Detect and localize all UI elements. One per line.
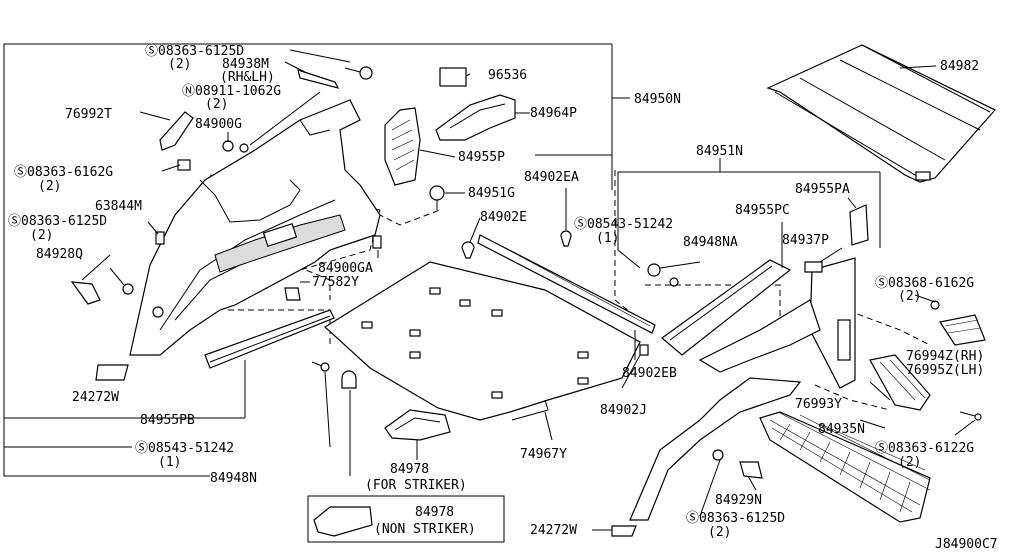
label-rh-lh: (RH&LH) <box>220 70 275 85</box>
label-qty: (2) <box>708 525 731 540</box>
label-84955PC: 84955PC <box>735 203 790 218</box>
label-84935N: 84935N <box>818 422 865 437</box>
label-24272W-right: 24272W <box>530 523 577 538</box>
diagram-code: J84900C7 <box>935 537 998 552</box>
label-qty: (2) <box>898 289 921 304</box>
label-76992T: 76992T <box>65 107 112 122</box>
label-84928Q: 84928Q <box>36 247 83 262</box>
label-84951N: 84951N <box>696 144 743 159</box>
label-for-striker: (FOR STRIKER) <box>365 478 467 493</box>
label-84902EA: 84902EA <box>524 170 579 185</box>
label-84900G: 84900G <box>195 117 242 132</box>
frame-lines <box>3 43 630 477</box>
label-84978-non-striker: 84978 <box>415 505 454 520</box>
label-84948N: 84948N <box>210 471 257 486</box>
label-84938M: 84938M <box>222 57 269 72</box>
label-63844M: 63844M <box>95 199 142 214</box>
label-84955PB: 84955PB <box>140 413 195 428</box>
rear-rail <box>461 230 656 360</box>
label-74967Y: 74967Y <box>520 447 567 462</box>
label-84951G: 84951G <box>468 186 515 201</box>
label-s-08363-6162G-left: Ⓢ08363-6162G <box>14 165 113 180</box>
label-qty: (2) <box>205 97 228 112</box>
label-s-08543-51242-bottom: Ⓢ08543-51242 <box>135 441 234 456</box>
label-84948NA: 84948NA <box>683 235 738 250</box>
label-s-08363-6122G: Ⓢ08363-6122G <box>875 441 974 456</box>
tonneau-cover <box>766 44 996 183</box>
label-84902E: 84902E <box>480 210 527 225</box>
label-s-08363-6125D-right: Ⓢ08363-6125D <box>686 511 785 526</box>
label-qty: (2) <box>38 179 61 194</box>
label-qty: (1) <box>158 455 181 470</box>
label-qty: (2) <box>30 228 53 243</box>
label-24272W-left: 24272W <box>72 390 119 405</box>
label-84902J: 84902J <box>600 403 647 418</box>
label-s-08363-6125D-left: Ⓢ08363-6125D <box>8 214 107 229</box>
striker-cover <box>384 409 451 441</box>
label-84964P: 84964P <box>530 106 577 121</box>
label-s-08368-6162G: Ⓢ08368-6162G <box>875 276 974 291</box>
quarter-trim-panel <box>129 99 381 356</box>
label-76994Z-rh: 76994Z(RH) <box>906 349 984 364</box>
label-n-08911-1062G: Ⓝ08911-1062G <box>182 84 281 99</box>
label-84900GA: 84900GA <box>318 261 373 276</box>
leader-lines <box>81 49 976 531</box>
label-96536: 96536 <box>488 68 527 83</box>
label-s-08543-51242-mid: Ⓢ08543-51242 <box>574 217 673 232</box>
label-84902EB: 84902EB <box>622 366 677 381</box>
label-84982: 84982 <box>940 59 979 74</box>
label-76993Y: 76993Y <box>795 397 842 412</box>
label-qty: (1) <box>596 231 619 246</box>
label-84937P: 84937P <box>782 233 829 248</box>
cargo-floor <box>324 261 641 421</box>
right-hardware <box>611 300 986 537</box>
left-hardware <box>70 66 445 389</box>
label-77582Y: 77582Y <box>312 275 359 290</box>
right-trim-group <box>617 158 881 521</box>
label-qty: (2) <box>168 57 191 72</box>
label-84955P: 84955P <box>458 150 505 165</box>
label-84955PA: 84955PA <box>795 182 850 197</box>
label-qty: (2) <box>898 455 921 470</box>
upper-console <box>384 67 516 186</box>
callout-labels: Ⓢ08363-6125D (2) 84938M (RH&LH) Ⓝ08911-1… <box>8 44 998 552</box>
label-76995Z-lh: 76995Z(LH) <box>906 363 984 378</box>
non-striker-inset <box>307 495 505 543</box>
label-non-striker: (NON STRIKER) <box>374 522 476 537</box>
label-s-08363-6125D-top: Ⓢ08363-6125D <box>145 44 244 59</box>
cargo-net <box>759 411 931 523</box>
label-84978-for-striker: 84978 <box>390 462 429 477</box>
label-84950N: 84950N <box>634 92 681 107</box>
label-84929N: 84929N <box>715 493 762 508</box>
